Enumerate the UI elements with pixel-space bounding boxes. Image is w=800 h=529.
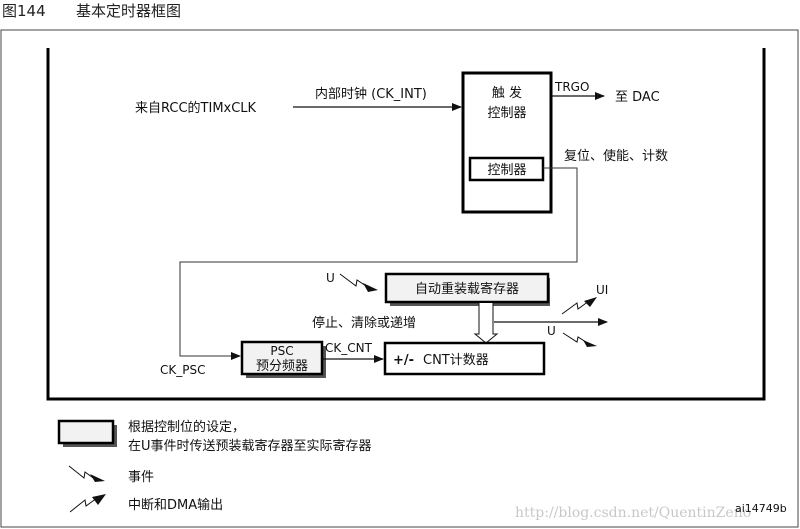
psc-label: PSC	[270, 344, 293, 358]
to-dac-label: 至 DAC	[615, 90, 660, 105]
outer-frame	[0, 29, 799, 528]
trigger-controller-label-1: 触 发	[492, 85, 522, 101]
legend-preload-line1: 根据控制位的设定，	[128, 419, 245, 435]
psc-prescaler-box	[240, 340, 324, 376]
trigger-controller-box	[461, 71, 553, 214]
control-path	[179, 167, 578, 360]
legend-preload-line2: 在U事件时传送预装载寄存器至实际寄存器	[128, 438, 372, 454]
event-icon	[562, 332, 597, 347]
interrupt-icon	[561, 297, 597, 315]
counter-label: CNT计数器	[423, 353, 489, 368]
u-out-label: U	[547, 324, 556, 338]
u-event-label: U	[326, 271, 335, 285]
ck-psc-label: CK_PSC	[160, 363, 205, 377]
legend-preload-box	[57, 419, 115, 445]
ck-cnt-label: CK_CNT	[325, 341, 373, 355]
controller-label: 控制器	[487, 163, 526, 178]
auto-reload-register-label: 自动重装载寄存器	[415, 281, 519, 297]
legend-interrupt-icon	[69, 494, 106, 513]
counter-box	[383, 341, 546, 376]
figure-number: 图144	[2, 2, 46, 20]
legend-event-icon	[68, 465, 105, 482]
internal-clock-label: 内部时钟 (CK_INT)	[315, 86, 427, 102]
auto-reload-register-box	[384, 272, 550, 304]
legend-interrupt-dma-label: 中断和DMA输出	[128, 497, 223, 513]
watermark: http://blog.csdn.net/QuentinZeno	[515, 505, 751, 521]
trgo-label: TRGO	[554, 80, 589, 94]
ui-label: UI	[596, 283, 608, 297]
inner-frame	[46, 48, 766, 401]
preload-transfer-arrow	[473, 303, 499, 344]
figure-title: 基本定时器框图	[76, 2, 181, 20]
prescaler-label: 预分频器	[256, 359, 308, 374]
stop-clear-inc-label: 停止、清除或递增	[312, 315, 416, 331]
legend-event-label: 事件	[128, 470, 154, 485]
controller-box	[468, 156, 545, 182]
counter-sign: +/-	[393, 353, 414, 368]
event-icon	[339, 273, 378, 292]
reset-enable-count-label: 复位、使能、计数	[564, 148, 668, 164]
trigger-controller-label-2: 控制器	[487, 106, 526, 121]
figure-id: ai14749b	[735, 502, 787, 515]
input-source-label: 来自RCC的TIMxCLK	[135, 100, 257, 116]
